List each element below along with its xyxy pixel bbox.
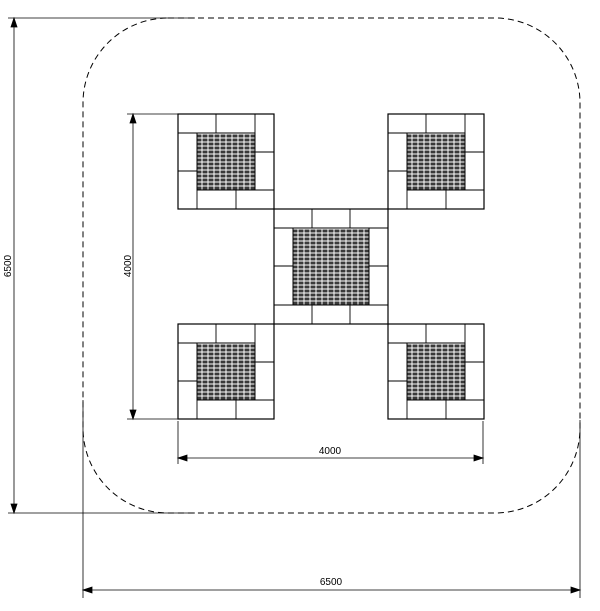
inner-height-label: 4000 (123, 254, 134, 277)
overall-width-label: 6500 (320, 577, 343, 588)
corner-module-bottom-left (177, 323, 275, 420)
inner-width-label: 4000 (319, 446, 342, 457)
inner-width-dimension (176, 421, 485, 464)
safety-zone-outline (82, 17, 581, 514)
overall-width-dimension (81, 400, 582, 598)
corner-module-top-left (177, 113, 275, 210)
mesh-panel (196, 132, 256, 191)
inner-height-dimension (127, 112, 178, 421)
mesh-panel (196, 342, 256, 401)
corner-module-bottom-right (387, 323, 485, 420)
overall-height-label: 6500 (3, 254, 14, 277)
mesh-panel (406, 342, 466, 401)
center-module (273, 208, 389, 325)
overall-height-dimension (8, 16, 195, 515)
mesh-panel (292, 227, 370, 306)
mesh-panel (406, 132, 466, 191)
corner-module-top-right (387, 113, 485, 210)
